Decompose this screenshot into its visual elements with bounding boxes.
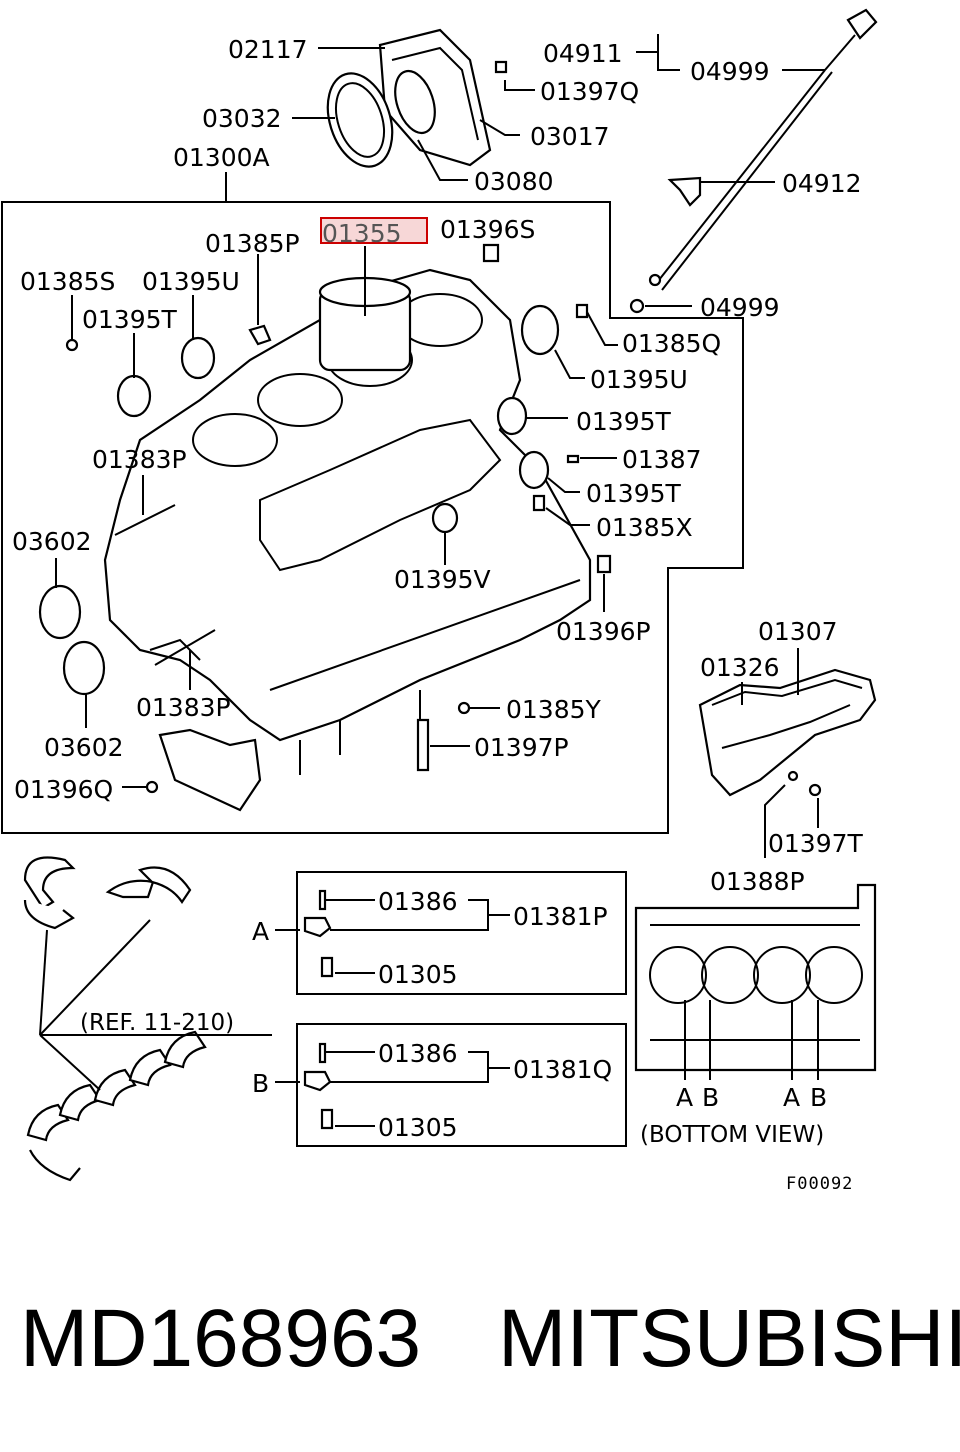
label-bottom-view-b2: B bbox=[810, 1083, 827, 1112]
label-01387: 01387 bbox=[622, 445, 702, 474]
label-01388p: 01388P bbox=[710, 867, 805, 896]
crankshaft-bearings bbox=[23, 856, 272, 1182]
label-bottom-view-b1: B bbox=[702, 1083, 719, 1112]
figure-code: F00092 bbox=[786, 1174, 853, 1194]
label-bottom-view-a1: A bbox=[676, 1083, 693, 1112]
label-01396q: 01396Q bbox=[14, 775, 113, 804]
label-01397t: 01397T bbox=[768, 829, 864, 858]
footer-brand: MITSUBISHI bbox=[498, 1293, 960, 1384]
cylinder-block bbox=[103, 268, 592, 775]
label-01385q: 01385Q bbox=[622, 329, 721, 358]
label-01396s: 01396S bbox=[440, 215, 535, 244]
label-01395u-left: 01395U bbox=[142, 267, 240, 296]
label-03602-bottom: 03602 bbox=[44, 733, 124, 762]
highlight-box-01355 bbox=[320, 217, 428, 244]
label-01385x: 01385X bbox=[596, 513, 693, 542]
label-01381p: 01381P bbox=[513, 902, 608, 931]
label-01396p: 01396P bbox=[556, 617, 651, 646]
label-01395u-right: 01395U bbox=[590, 365, 688, 394]
label-04911: 04911 bbox=[543, 39, 623, 68]
label-bottom-view-a2: A bbox=[783, 1083, 800, 1112]
label-letter-a: A bbox=[252, 917, 269, 946]
label-01383p-top: 01383P bbox=[92, 445, 187, 474]
label-04912: 04912 bbox=[782, 169, 862, 198]
label-ref: (REF. 11-210) bbox=[80, 1010, 234, 1036]
oil-jet-parts bbox=[303, 889, 334, 1130]
label-01385s: 01385S bbox=[20, 267, 115, 296]
label-01386-b: 01386 bbox=[378, 1039, 458, 1068]
label-01395t-left: 01395T bbox=[82, 305, 178, 334]
rear-oil-seal-case-group bbox=[326, 28, 508, 168]
label-01397p: 01397P bbox=[474, 733, 569, 762]
oil-pan-gasket bbox=[698, 668, 877, 797]
label-01326: 01326 bbox=[700, 653, 780, 682]
label-01395t-right2: 01395T bbox=[586, 479, 682, 508]
label-03602-top: 03602 bbox=[12, 527, 92, 556]
bottom-view-block bbox=[634, 883, 877, 1080]
oil-jet-leaders bbox=[275, 899, 510, 1127]
label-01381q: 01381Q bbox=[513, 1055, 612, 1084]
label-01305-b: 01305 bbox=[378, 1113, 458, 1142]
label-01305-a: 01305 bbox=[378, 960, 458, 989]
label-03017: 03017 bbox=[530, 122, 610, 151]
label-01300a: 01300A bbox=[173, 143, 270, 172]
oil-jet-box-b bbox=[296, 1023, 627, 1147]
label-01385y: 01385Y bbox=[506, 695, 602, 724]
label-01397q: 01397Q bbox=[540, 77, 639, 106]
label-bottom-view: (BOTTOM VIEW) bbox=[640, 1122, 824, 1148]
label-01355: 01355 bbox=[322, 219, 402, 248]
label-03032: 03032 bbox=[202, 104, 282, 133]
label-letter-b: B bbox=[252, 1069, 269, 1098]
label-02117: 02117 bbox=[228, 35, 308, 64]
label-03080: 03080 bbox=[474, 167, 554, 196]
block-assembly-frame bbox=[1, 201, 744, 834]
label-04999-bottom: 04999 bbox=[700, 293, 780, 322]
small-parts bbox=[38, 243, 612, 812]
oil-dipstick bbox=[629, 8, 878, 314]
label-01307: 01307 bbox=[758, 617, 838, 646]
label-01395t-right1: 01395T bbox=[576, 407, 672, 436]
label-04999-top: 04999 bbox=[690, 57, 770, 86]
label-01386-a: 01386 bbox=[378, 887, 458, 916]
label-01395v: 01395V bbox=[394, 565, 491, 594]
footer-part-number: MD168963 bbox=[20, 1293, 421, 1384]
label-01385p: 01385P bbox=[205, 229, 300, 258]
leader-lines bbox=[55, 246, 618, 788]
label-01383p-bottom: 01383P bbox=[136, 693, 231, 722]
oil-jet-box-a bbox=[296, 871, 627, 995]
